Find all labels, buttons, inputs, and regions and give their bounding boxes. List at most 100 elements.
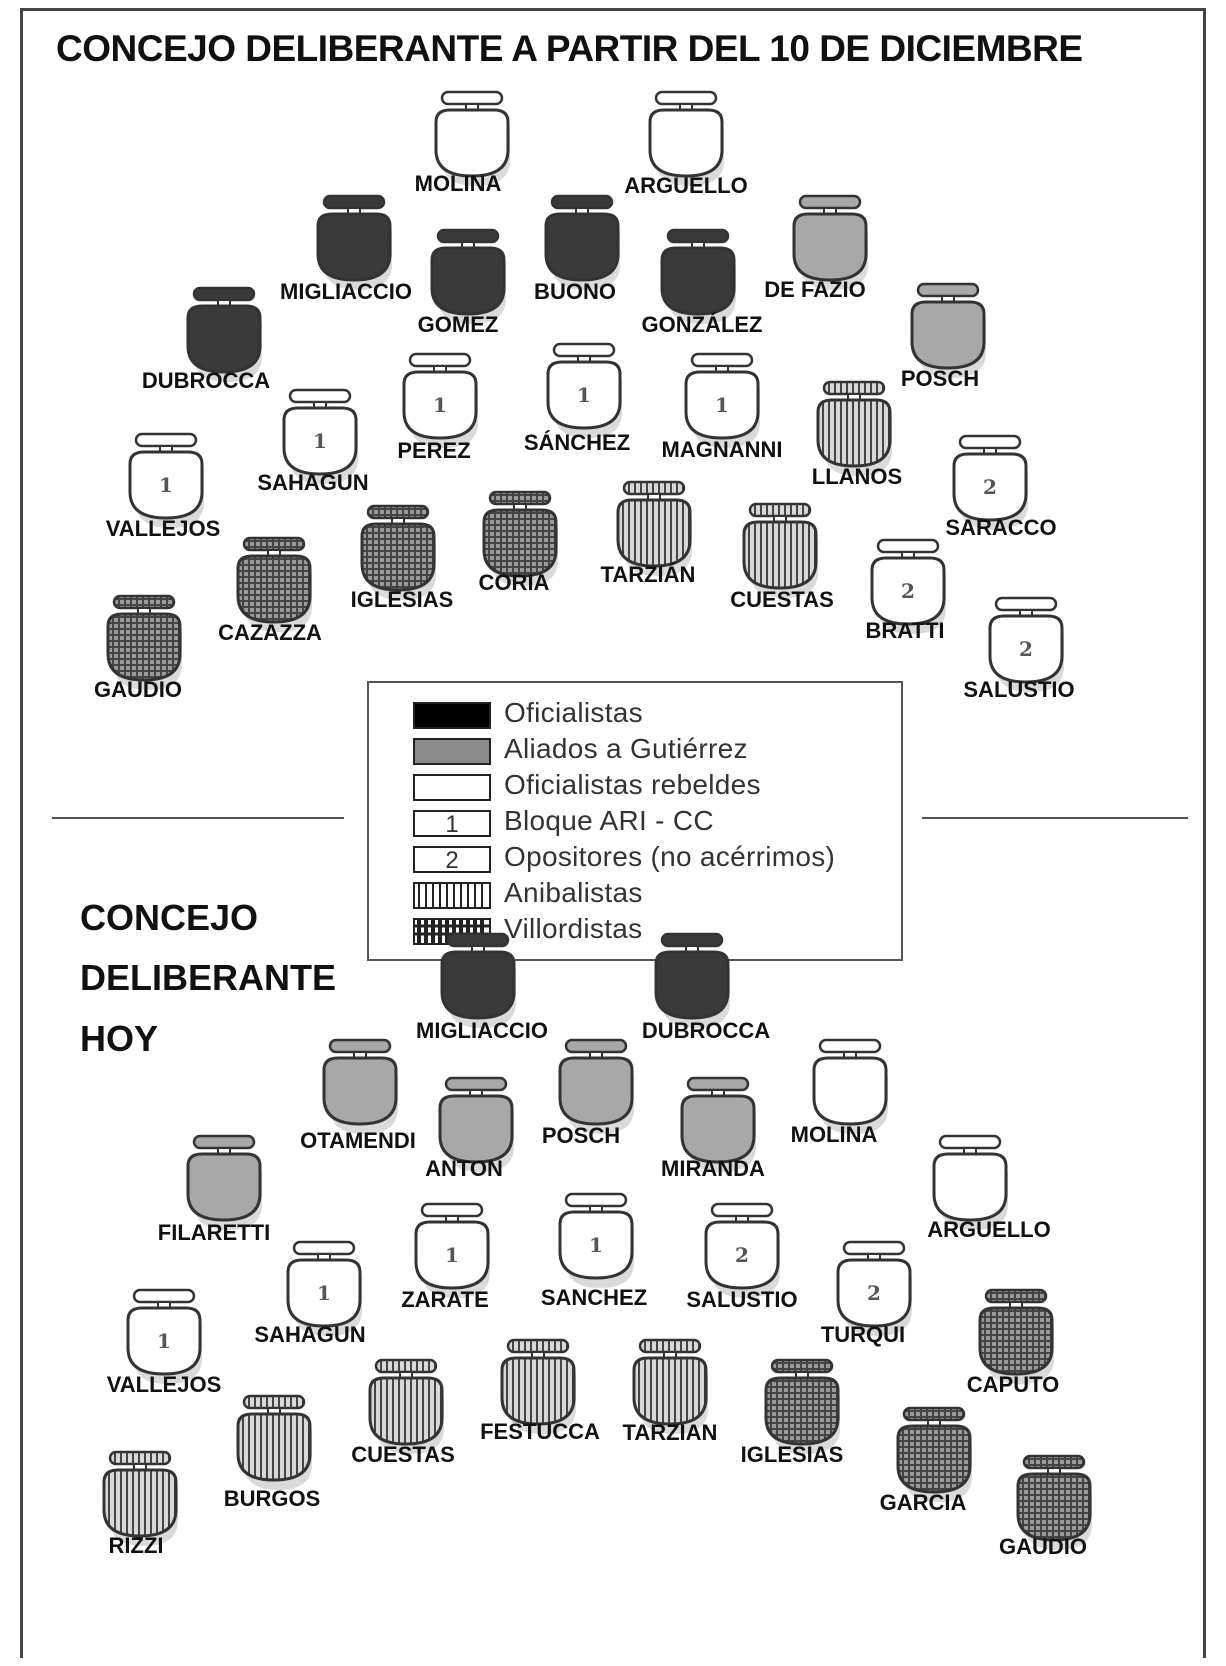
seat-name: SARACCO bbox=[945, 515, 1057, 540]
legend-label: Oficialistas rebeldes bbox=[504, 769, 761, 800]
seat-oficialistas-icon bbox=[648, 930, 738, 1030]
seat-name: MAGNANNI bbox=[661, 437, 783, 462]
seat-name: SANCHEZ bbox=[540, 1285, 648, 1310]
seat-ari-icon: 1 bbox=[408, 1200, 498, 1300]
seat-name: POSCH bbox=[541, 1123, 621, 1148]
seat-rebeldes-icon bbox=[926, 1132, 1016, 1232]
seat-name: GOMEZ bbox=[417, 312, 499, 337]
seat-name: FESTUCCA bbox=[480, 1419, 600, 1444]
title-bottom-line-1: CONCEJO bbox=[80, 897, 259, 938]
seat-villordistas-icon bbox=[890, 1404, 980, 1504]
seat-name: SALUSTIO bbox=[686, 1287, 798, 1312]
seat-anibalistas-icon bbox=[494, 1336, 584, 1436]
seat-anibalistas-icon bbox=[736, 500, 826, 600]
seat-rebeldes-icon bbox=[428, 88, 518, 188]
seat-ari-icon: 1 bbox=[552, 1190, 642, 1290]
legend-swatch-oficialistas bbox=[413, 702, 491, 729]
seat-oficialistas-icon bbox=[424, 226, 514, 326]
legend-item-anibalistas: Anibalistas bbox=[413, 877, 893, 911]
legend-mark: 1 bbox=[445, 811, 458, 837]
legend-label: Villordistas bbox=[504, 913, 643, 944]
seat-villordistas-icon bbox=[100, 592, 190, 692]
seat-anibalistas-icon bbox=[810, 378, 900, 478]
svg-text:2: 2 bbox=[901, 579, 915, 603]
seat-oficialistas-icon bbox=[434, 930, 524, 1030]
seat-name: VALLEJOS bbox=[106, 1372, 222, 1397]
seat-ari-icon: 1 bbox=[276, 386, 366, 486]
seat-name: CORIA bbox=[478, 570, 550, 595]
svg-text:1: 1 bbox=[157, 1329, 171, 1353]
legend-item-oficialistas: Oficialistas bbox=[413, 697, 893, 731]
legend-label: Oficialistas bbox=[504, 697, 643, 728]
seat-name: MOLINA bbox=[414, 171, 502, 196]
seat-anibalistas-icon bbox=[626, 1336, 716, 1436]
seat-rebeldes-icon bbox=[642, 88, 732, 188]
title-top: CONCEJO DELIBERANTE A PARTIR DEL 10 DE D… bbox=[56, 28, 1083, 69]
seat-anibalistas-icon bbox=[230, 1392, 320, 1492]
seat-name: OTAMENDI bbox=[300, 1128, 416, 1153]
seat-aliados-icon bbox=[432, 1074, 522, 1174]
seat-name: IGLESIAS bbox=[350, 587, 454, 612]
legend-swatch-aliados bbox=[413, 738, 491, 765]
legend-swatch-rebeldes bbox=[413, 774, 491, 801]
seat-name: TURQUI bbox=[820, 1322, 906, 1347]
seat-name: SAHAGUN bbox=[257, 470, 369, 495]
seat-ari-icon: 1 bbox=[396, 350, 486, 450]
seat-villordistas-icon bbox=[476, 488, 566, 588]
seat-name: TARZIAN bbox=[622, 1420, 718, 1445]
svg-text:1: 1 bbox=[159, 473, 173, 497]
seat-ari-icon: 1 bbox=[678, 350, 768, 450]
seat-anibalistas-icon bbox=[362, 1356, 452, 1456]
seat-name: SALUSTIO bbox=[963, 677, 1075, 702]
seat-rebeldes-icon bbox=[806, 1036, 896, 1136]
legend-label: Anibalistas bbox=[504, 877, 643, 908]
seat-aliados-icon bbox=[786, 192, 876, 292]
seat-name: ZARATE bbox=[401, 1287, 489, 1312]
seat-name: PEREZ bbox=[397, 438, 471, 463]
seat-name: CAZAZZA bbox=[218, 620, 322, 645]
seat-name: DUBROCCA bbox=[641, 1018, 771, 1043]
seat-name: GARCIA bbox=[879, 1490, 967, 1515]
seat-name: MIGLIACCIO bbox=[280, 279, 412, 304]
svg-text:1: 1 bbox=[577, 383, 591, 407]
seat-ari-icon: 1 bbox=[122, 430, 212, 530]
svg-text:1: 1 bbox=[715, 393, 729, 417]
svg-text:2: 2 bbox=[1019, 637, 1033, 661]
seat-name: VALLEJOS bbox=[105, 516, 221, 541]
seat-aliados-icon bbox=[904, 280, 994, 380]
seat-anibalistas-icon bbox=[96, 1448, 186, 1548]
seat-name: CUESTAS bbox=[730, 587, 834, 612]
legend-mark: 2 bbox=[445, 847, 458, 873]
seat-name: BURGOS bbox=[223, 1486, 321, 1511]
seat-oficialistas-icon bbox=[538, 192, 628, 292]
title-bottom-line-2: DELIBERANTE bbox=[80, 957, 337, 998]
legend-swatch-anibalistas bbox=[413, 882, 491, 909]
legend-item-rebeldes: Oficialistas rebeldes bbox=[413, 769, 893, 803]
seat-name: FILARETTI bbox=[157, 1220, 271, 1245]
seat-name: DUBROCCA bbox=[141, 368, 271, 393]
legend-item-aliados: Aliados a Gutiérrez bbox=[413, 733, 893, 767]
svg-text:2: 2 bbox=[867, 1281, 881, 1305]
seat-name: ARGUELLO bbox=[624, 173, 748, 198]
seat-name: TARZIÁN bbox=[600, 562, 696, 587]
seat-name: LLANOS bbox=[811, 464, 903, 489]
seat-ari-icon: 1 bbox=[280, 1238, 370, 1338]
svg-text:2: 2 bbox=[735, 1243, 749, 1267]
seat-aliados-icon bbox=[552, 1036, 642, 1136]
seat-name: POSCH bbox=[900, 366, 980, 391]
seat-name: GAUDIO bbox=[999, 1534, 1087, 1559]
seat-name: RIZZI bbox=[108, 1533, 164, 1558]
seat-opositores-icon: 2 bbox=[830, 1238, 920, 1338]
seat-name: MOLINA bbox=[790, 1122, 878, 1147]
seat-ari-icon: 1 bbox=[120, 1286, 210, 1386]
seat-opositores-icon: 2 bbox=[946, 432, 1036, 532]
divider-right bbox=[922, 817, 1188, 819]
seat-name: GAUDIO bbox=[94, 677, 182, 702]
seat-name: SÁNCHEZ bbox=[523, 430, 631, 455]
seat-opositores-icon: 2 bbox=[698, 1200, 788, 1300]
seat-name: DE FAZIO bbox=[764, 277, 866, 302]
seat-aliados-icon bbox=[674, 1074, 764, 1174]
